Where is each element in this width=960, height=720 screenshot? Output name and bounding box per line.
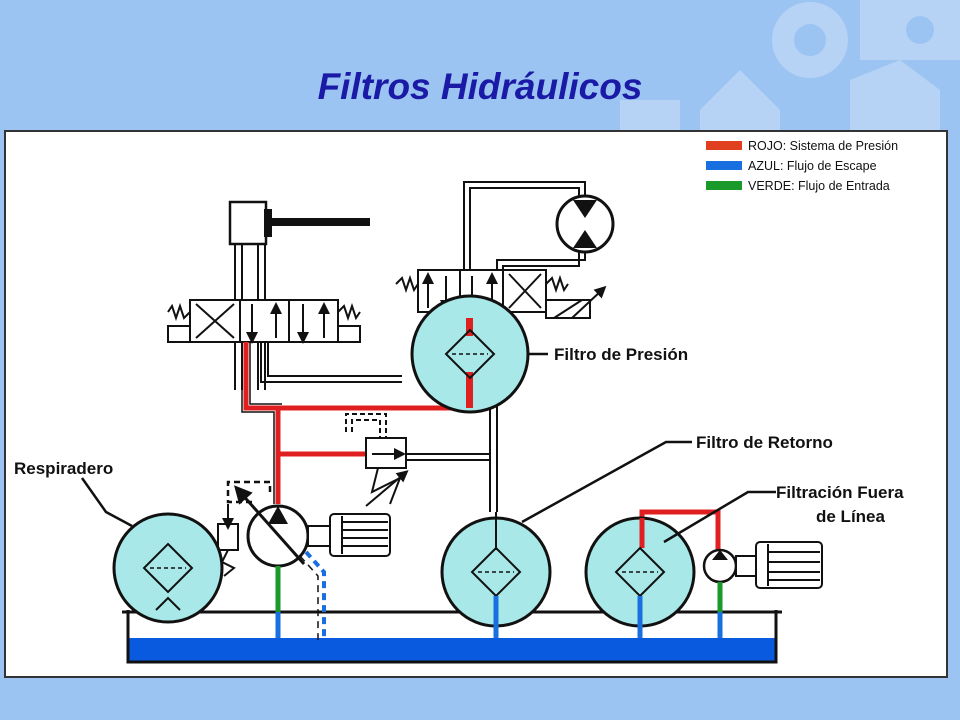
filter-icon	[410, 294, 530, 414]
filter-icon	[440, 512, 552, 638]
bolt-decor-icon	[620, 100, 680, 130]
filter-icon	[112, 512, 224, 624]
hex-decor-icon	[850, 60, 940, 130]
variable-pump-icon	[217, 480, 310, 577]
filter-icon	[584, 516, 696, 638]
relief-valve-icon	[345, 413, 490, 507]
legend-label-return: AZUL: Flujo de Escape	[748, 159, 877, 173]
label-return-filter: Filtro de Retorno	[696, 433, 833, 452]
hydraulic-motor-icon	[463, 181, 615, 270]
legend-label-pressure: ROJO: Sistema de Presión	[748, 139, 898, 153]
legend-swatch-suction	[706, 181, 742, 190]
legend: ROJO: Sistema de Presión AZUL: Flujo de …	[706, 139, 898, 193]
hydraulic-circuit-diagram: ROJO: Sistema de Presión AZUL: Flujo de …	[14, 139, 904, 664]
legend-swatch-pressure	[706, 141, 742, 150]
page-title: Filtros Hidráulicos	[317, 66, 643, 107]
legend-swatch-return	[706, 161, 742, 170]
cylinder-icon	[228, 200, 370, 390]
hex-decor-icon	[700, 70, 780, 130]
legend-label-suction: VERDE: Flujo de Entrada	[748, 179, 890, 193]
electric-motor-icon	[307, 513, 391, 557]
offline-pump-icon	[702, 548, 738, 638]
directional-valve-icon	[167, 299, 361, 344]
electric-motor-icon	[735, 541, 823, 589]
reservoir-icon	[122, 610, 782, 664]
label-offline-filtration-1: Filtración Fuera	[776, 483, 904, 502]
diagram-panel: ROJO: Sistema de Presión AZUL: Flujo de …	[4, 130, 948, 678]
label-pressure-filter: Filtro de Presión	[554, 345, 688, 364]
label-breather: Respiradero	[14, 459, 113, 478]
label-offline-filtration-2: de Línea	[816, 507, 886, 526]
